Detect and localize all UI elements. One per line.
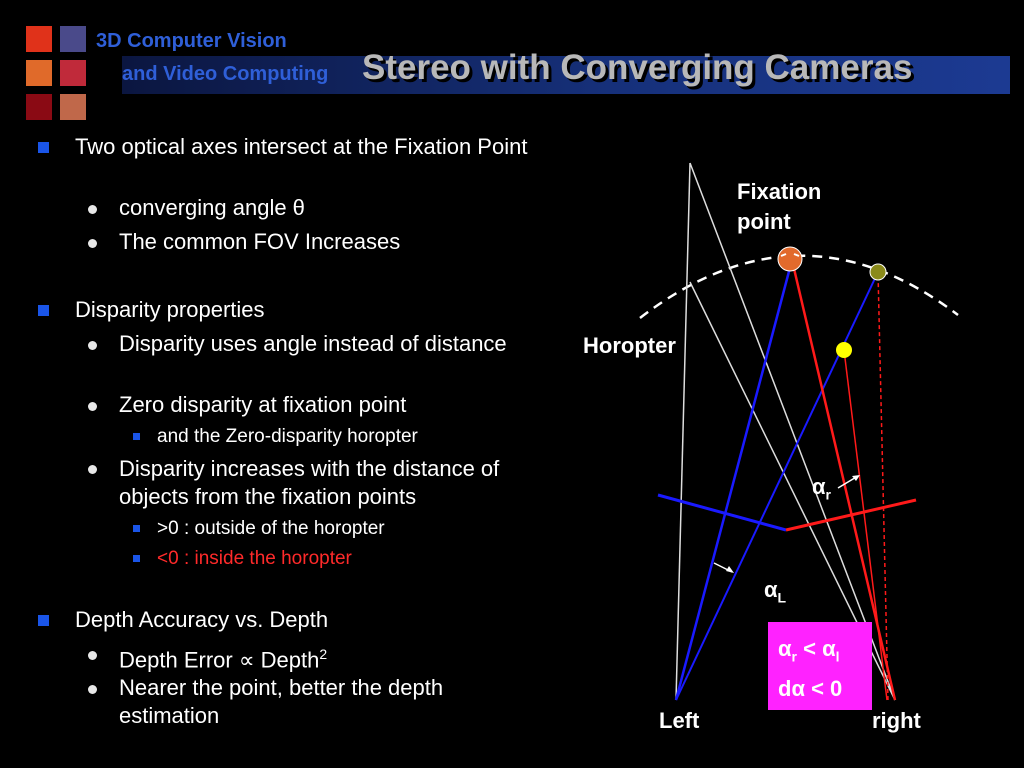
logo-square — [26, 94, 52, 120]
fov-line — [675, 162, 691, 701]
bullet-marker — [88, 402, 97, 411]
bullet-marker — [88, 205, 97, 214]
right-ray-dashed — [877, 271, 889, 701]
bullet-list: Two optical axes intersect at the Fixati… — [38, 134, 549, 728]
left-ray — [674, 259, 794, 701]
bullet-superscript: 2 — [319, 646, 328, 662]
right-camera-label: right — [872, 708, 921, 733]
bullet-text: converging angle θ — [119, 195, 305, 220]
bullet-text: Depth Error ∝ Depth2 — [119, 640, 549, 674]
fov-line — [689, 162, 896, 701]
bullet-marker — [88, 239, 97, 248]
box-alpha-r-sub: r — [791, 648, 797, 665]
bullet-text: Disparity properties — [75, 297, 265, 322]
alpha-l-arrowhead — [726, 566, 734, 573]
fixation-label: Fixation point — [737, 177, 821, 237]
bullet-marker — [133, 555, 140, 562]
bullet-text: <0 : inside the horopter — [157, 548, 352, 569]
brand-line-1: 3D Computer Vision — [96, 30, 287, 52]
alpha-l-label: αL — [764, 577, 786, 605]
brand-line-2: and Video Computing — [122, 63, 329, 85]
box-line-2: dα < 0 — [778, 676, 843, 701]
bullet-marker — [38, 615, 49, 626]
bullet-marker — [88, 465, 97, 474]
bullet-text: Nearer the point, better the depth estim… — [119, 675, 444, 728]
bullet-text: >0 : outside of the horopter — [157, 518, 385, 539]
stereo-diagram — [639, 162, 959, 701]
horopter-label: Horopter — [583, 333, 676, 358]
fixation-label-line1: Fixation — [737, 179, 822, 204]
logo-square — [60, 26, 86, 52]
bullet-text: Depth Accuracy vs. Depth — [75, 607, 329, 632]
logo-square — [60, 60, 86, 86]
box-operator: < — [796, 636, 823, 661]
bullet-text: Two optical axes intersect at the Fixati… — [75, 134, 528, 159]
bullet-marker — [88, 651, 97, 660]
right-ray — [843, 349, 888, 701]
left-image-plane — [657, 493, 787, 532]
bullet-text: Disparity uses angle instead of distance — [119, 331, 507, 356]
bullet-text: The common FOV Increases — [119, 229, 401, 254]
bullet-marker — [133, 525, 140, 532]
horopter-point — [869, 263, 887, 281]
fixation-point-tick — [780, 253, 787, 257]
box-alpha-r: α — [778, 636, 792, 661]
logo-square — [60, 94, 86, 120]
box-alpha-l-sub: l — [835, 648, 840, 665]
bullet-marker — [38, 142, 49, 153]
alpha-r-sub: r — [825, 486, 831, 503]
logo-square — [26, 60, 52, 86]
alpha-r-symbol: α — [812, 474, 826, 499]
bullet-marker — [88, 685, 97, 694]
slide-title: Stereo with Converging Cameras — [362, 48, 913, 87]
left-camera-label: Left — [659, 708, 700, 733]
alpha-l-symbol: α — [764, 577, 778, 602]
bullet-text: Zero disparity at fixation point — [119, 392, 407, 417]
bullet-marker — [38, 305, 49, 316]
logo-square — [26, 26, 52, 52]
alpha-r-arrowhead — [852, 475, 860, 481]
right-image-plane — [785, 498, 917, 532]
box-line-1: αr < αl — [778, 636, 839, 664]
alpha-r-label: αr — [812, 474, 831, 502]
box-alpha-l: α — [822, 636, 836, 661]
bullet-text: and the Zero-disparity horopter — [157, 426, 418, 447]
inside-point — [836, 342, 852, 358]
alpha-l-sub: L — [777, 589, 787, 606]
bullet-marker — [88, 341, 97, 350]
bullet-text-main: Depth Error ∝ Depth — [119, 647, 320, 673]
disparity-highlight-box: αr < αl dα < 0 — [768, 622, 872, 710]
title-bar — [122, 56, 1010, 94]
fixation-point-tick — [793, 253, 800, 257]
bullet-text: Disparity increases with the distance of… — [119, 456, 500, 509]
fixation-label-line2: point — [737, 209, 791, 234]
bullet-marker — [133, 433, 140, 440]
fixation-point — [777, 246, 803, 272]
